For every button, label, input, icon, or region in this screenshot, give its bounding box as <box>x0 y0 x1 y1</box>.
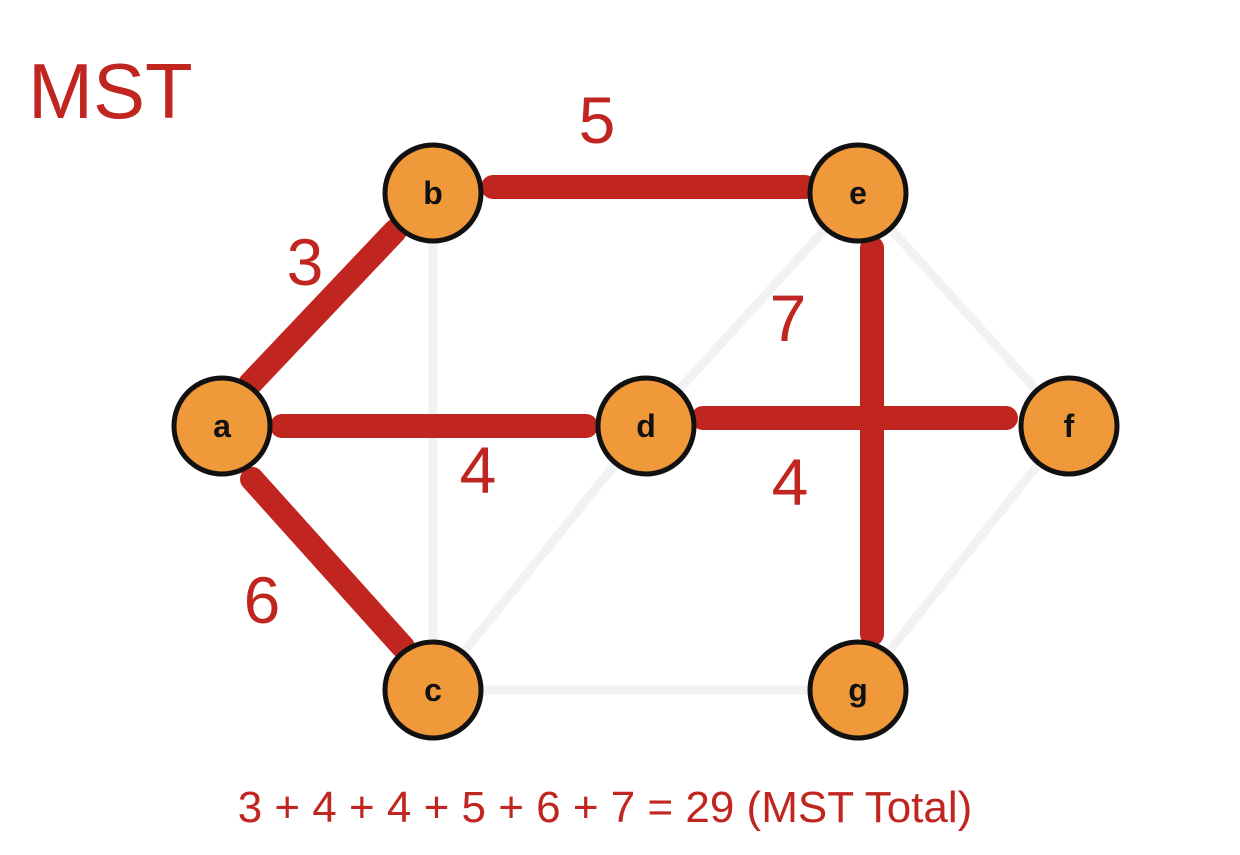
node-d: d <box>595 375 697 477</box>
mst-total-equation: 3 + 4 + 4 + 5 + 6 + 7 = 29 (MST Total) <box>237 783 973 832</box>
node-f: f <box>1018 375 1120 477</box>
node-a-label: a <box>213 408 231 444</box>
weight-label-e-g: 7 <box>769 281 807 355</box>
diagram-title: MST <box>28 47 193 135</box>
node-d-label: d <box>636 408 656 444</box>
edge-c-d <box>428 421 651 695</box>
weight-label-d-f: 4 <box>771 445 809 519</box>
weight-label-b-e: 5 <box>578 83 616 157</box>
weight-label-a-c: 6 <box>243 563 281 637</box>
mst-edges <box>238 175 1018 659</box>
edge-e-f <box>853 188 1074 431</box>
mst-edge-a-b <box>238 219 407 396</box>
node-c: c <box>382 639 484 741</box>
node-c-circle <box>382 639 484 741</box>
node-g: g <box>807 639 909 741</box>
weight-label-a-d: 4 <box>459 433 497 507</box>
node-b-circle <box>382 142 484 244</box>
non-mst-edges <box>428 188 1074 695</box>
node-g-circle <box>807 639 909 741</box>
node-a-circle <box>171 375 273 477</box>
node-g-label: g <box>848 672 868 708</box>
node-e-circle <box>807 142 909 244</box>
mst-edge-a-c <box>240 467 415 659</box>
weight-label-a-b: 3 <box>286 225 324 299</box>
node-e-label: e <box>849 175 867 211</box>
edge-f-g <box>853 421 1074 695</box>
node-b: b <box>382 142 484 244</box>
node-e: e <box>807 142 909 244</box>
node-a: a <box>171 375 273 477</box>
graph-nodes: a b c d e f g <box>171 142 1120 741</box>
node-f-circle <box>1018 375 1120 477</box>
node-b-label: b <box>423 175 443 211</box>
edge-d-e <box>641 188 863 431</box>
node-d-circle <box>595 375 697 477</box>
node-c-label: c <box>424 672 442 708</box>
node-f-label: f <box>1064 408 1075 444</box>
